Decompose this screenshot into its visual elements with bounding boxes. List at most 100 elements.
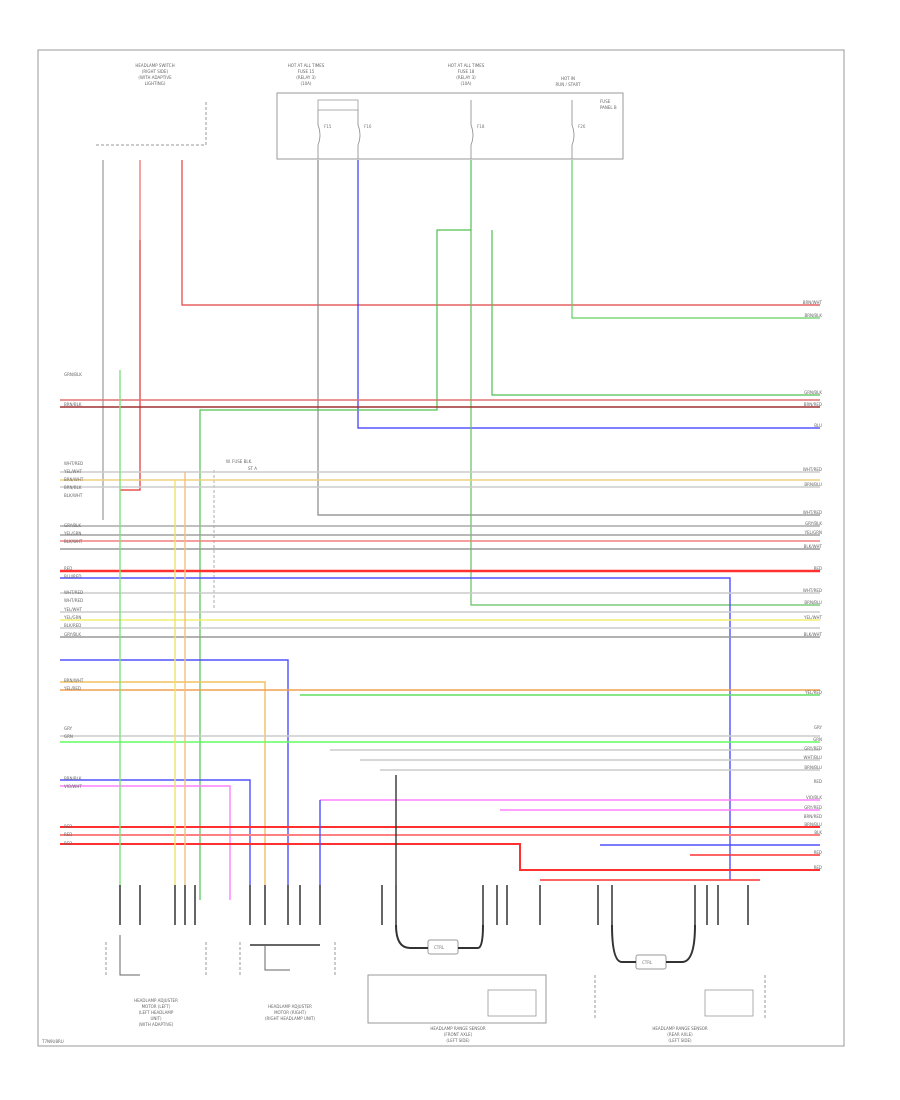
svg-text:MOTOR (RIGHT): MOTOR (RIGHT) <box>274 1010 306 1015</box>
bottom-component-b1: HEADLAMP ADJUSTER MOTOR (LEFT) (LEFT HEA… <box>105 935 207 1027</box>
svg-text:YEL/GRN: YEL/GRN <box>804 530 822 535</box>
svg-text:BLK: BLK <box>814 830 822 835</box>
svg-text:FUSE: FUSE <box>600 99 611 104</box>
svg-text:BRN/WHT: BRN/WHT <box>64 678 84 683</box>
svg-text:VIO/BLK: VIO/BLK <box>806 795 822 800</box>
svg-text:GRY: GRY <box>814 725 823 730</box>
svg-text:WHT/RED: WHT/RED <box>803 510 822 515</box>
svg-text:(LEFT SIDE): (LEFT SIDE) <box>446 1038 470 1043</box>
svg-text:WHT/BLU: WHT/BLU <box>804 755 823 760</box>
svg-text:HEADLAMP SWITCH: HEADLAMP SWITCH <box>135 63 174 68</box>
svg-text:HEADLAMP RANGE SENSOR: HEADLAMP RANGE SENSOR <box>652 1026 708 1031</box>
svg-text:UNIT): UNIT) <box>150 1016 162 1021</box>
svg-text:RED: RED <box>64 824 72 829</box>
svg-text:BRN/BLK: BRN/BLK <box>805 313 823 318</box>
svg-text:RUN / START: RUN / START <box>556 82 581 87</box>
svg-text:LIGHTING): LIGHTING) <box>145 81 166 86</box>
svg-text:BLK/WHT: BLK/WHT <box>64 539 83 544</box>
top-component-c4: HOT IN RUN / START <box>556 76 581 87</box>
svg-text:FUSE 18: FUSE 18 <box>458 69 475 74</box>
top-component-c2: HOT AT ALL TIMES FUSE 15 (RELAY 3) (10A) <box>288 63 325 86</box>
svg-text:(WITH ADAPTIVE): (WITH ADAPTIVE) <box>139 1022 174 1027</box>
svg-text:GRY/BLK: GRY/BLK <box>805 521 822 526</box>
svg-text:RED: RED <box>814 850 822 855</box>
svg-text:WHT/RED: WHT/RED <box>803 588 822 593</box>
svg-text:BRN/RED: BRN/RED <box>804 402 822 407</box>
diagram-frame <box>37 49 845 1047</box>
svg-text:(LEFT SIDE): (LEFT SIDE) <box>668 1038 692 1043</box>
svg-text:(10A): (10A) <box>461 81 472 86</box>
top-component-c1: HEADLAMP SWITCH (RIGHT SIDE) (WITH ADAPT… <box>96 63 207 146</box>
svg-text:BRN/BLU: BRN/BLU <box>804 482 822 487</box>
svg-text:GRN: GRN <box>64 734 73 739</box>
svg-text:GRN: GRN <box>813 737 822 742</box>
svg-text:(10A): (10A) <box>301 81 312 86</box>
svg-text:(REAR AXLE): (REAR AXLE) <box>667 1032 693 1037</box>
svg-text:BLU: BLU <box>814 423 822 428</box>
svg-text:WHT/RED: WHT/RED <box>803 467 822 472</box>
svg-text:BRN/RED: BRN/RED <box>804 814 822 819</box>
svg-text:(RIGHT SIDE): (RIGHT SIDE) <box>142 69 169 74</box>
svg-text:CTRL: CTRL <box>642 960 653 965</box>
svg-text:BLK/RED: BLK/RED <box>64 623 81 628</box>
svg-text:F15: F15 <box>324 124 332 129</box>
svg-text:W. FUSE BLK.: W. FUSE BLK. <box>226 459 252 464</box>
svg-text:HOT IN: HOT IN <box>561 76 575 81</box>
svg-text:RED: RED <box>64 566 72 571</box>
center-note: W. FUSE BLK. ST A <box>213 459 257 610</box>
svg-text:(RIGHT HEADLAMP UNIT): (RIGHT HEADLAMP UNIT) <box>265 1016 315 1021</box>
svg-text:BRN/WHT: BRN/WHT <box>64 477 84 482</box>
svg-text:YEL/WHT: YEL/WHT <box>63 607 83 612</box>
top-component-c3: HOT AT ALL TIMES FUSE 18 (RELAY 3) (10A) <box>448 63 485 86</box>
svg-text:(FRONT AXLE): (FRONT AXLE) <box>444 1032 473 1037</box>
bottom-component-b3: CTRL HEADLAMP RANGE SENSOR (FRONT AXLE) … <box>367 924 547 1043</box>
svg-text:BRN/BLU: BRN/BLU <box>804 822 822 827</box>
svg-text:BLK/WHT: BLK/WHT <box>804 632 823 637</box>
right-wire-labels: BRN/WHT BRN/BLK GRN/BLK BRN/RED BLU WHT/… <box>803 300 823 870</box>
svg-text:F16: F16 <box>364 124 372 129</box>
svg-text:WHT/RED: WHT/RED <box>64 461 83 466</box>
svg-text:RED: RED <box>814 865 822 870</box>
fuse-panel: FUSE PANEL B F15 F16 F18 F26 <box>276 92 624 160</box>
svg-text:YEL/RED: YEL/RED <box>63 686 81 691</box>
svg-text:F26: F26 <box>578 124 586 129</box>
svg-text:BLU/RED: BLU/RED <box>64 574 81 579</box>
svg-text:HEADLAMP RANGE SENSOR: HEADLAMP RANGE SENSOR <box>430 1026 486 1031</box>
svg-text:WHT/RED: WHT/RED <box>64 590 83 595</box>
svg-text:RED: RED <box>814 779 822 784</box>
left-wire-labels: GRN/BLK BRN/BLK WHT/RED YEL/WHT BRN/WHT … <box>63 372 84 846</box>
svg-text:RED: RED <box>814 566 822 571</box>
svg-text:YEL/RED: YEL/RED <box>804 690 822 695</box>
svg-text:HEADLAMP ADJUSTER: HEADLAMP ADJUSTER <box>134 998 178 1003</box>
svg-text:BLK/WHT: BLK/WHT <box>804 544 823 549</box>
svg-text:GRY: GRY <box>64 726 73 731</box>
svg-text:RED: RED <box>64 841 72 846</box>
connector-pins <box>119 885 749 925</box>
footer-code: T7N9U8RU <box>41 1039 64 1044</box>
bottom-component-b4: CTRL HEADLAMP RANGE SENSOR (REAR AXLE) (… <box>594 924 766 1043</box>
svg-text:BRN/BLU: BRN/BLU <box>804 600 822 605</box>
svg-text:(WITH ADAPTIVE: (WITH ADAPTIVE <box>138 75 172 80</box>
svg-text:BRN/BLU: BRN/BLU <box>804 765 822 770</box>
svg-text:GRN/BLK: GRN/BLK <box>64 372 82 377</box>
svg-text:MOTOR (LEFT): MOTOR (LEFT) <box>142 1004 171 1009</box>
svg-text:GRN/BLK: GRN/BLK <box>804 390 822 395</box>
svg-text:VIO/WHT: VIO/WHT <box>64 784 82 789</box>
svg-text:BLK/WHT: BLK/WHT <box>64 493 83 498</box>
svg-text:GRY/BLK: GRY/BLK <box>64 632 81 637</box>
svg-text:RED: RED <box>64 832 72 837</box>
svg-text:BRN/WHT: BRN/WHT <box>803 300 823 305</box>
svg-text:F18: F18 <box>477 124 485 129</box>
svg-text:HEADLAMP ADJUSTER: HEADLAMP ADJUSTER <box>268 1004 312 1009</box>
svg-text:YEL/WHT: YEL/WHT <box>803 615 823 620</box>
svg-text:HOT AT ALL TIMES: HOT AT ALL TIMES <box>288 63 325 68</box>
svg-text:(LEFT HEADLAMP: (LEFT HEADLAMP <box>139 1010 174 1015</box>
svg-text:PANEL B: PANEL B <box>600 105 617 110</box>
svg-text:YEL/GRN: YEL/GRN <box>63 615 81 620</box>
svg-text:CTRL: CTRL <box>434 945 445 950</box>
svg-text:FUSE 15: FUSE 15 <box>298 69 315 74</box>
bottom-component-b2: HEADLAMP ADJUSTER MOTOR (RIGHT) (RIGHT H… <box>239 942 336 1021</box>
svg-text:BRN/BLK: BRN/BLK <box>64 402 82 407</box>
svg-text:YEL/WHT: YEL/WHT <box>63 469 83 474</box>
